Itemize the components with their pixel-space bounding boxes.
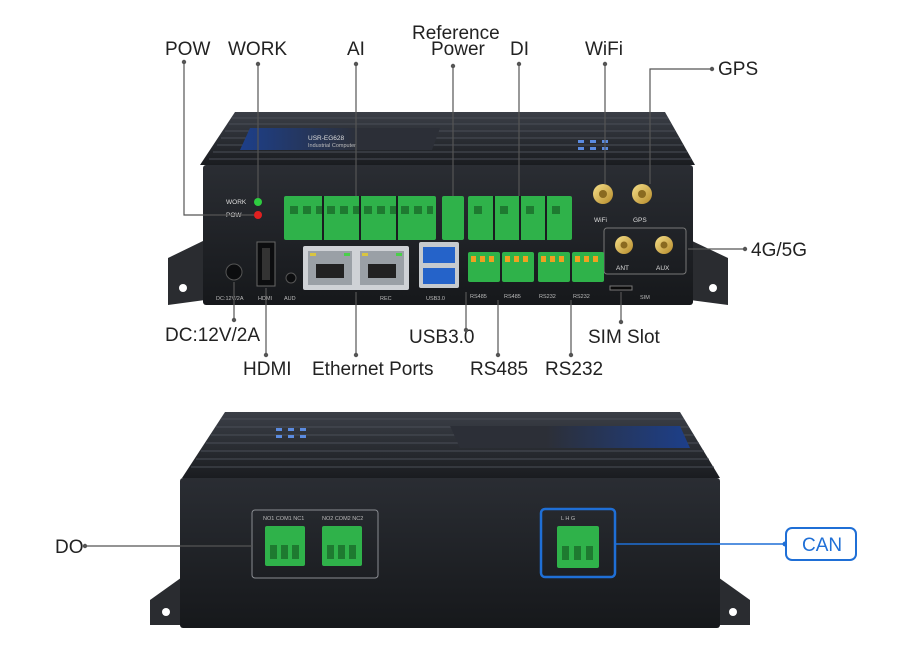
callout-wifi: WiFi	[585, 39, 623, 60]
callout-rs232: RS232	[545, 359, 603, 380]
callout-can: CAN	[802, 535, 842, 556]
callout-4g5g: 4G/5G	[751, 240, 807, 261]
wifi-antenna: WiFi	[593, 184, 613, 224]
callout-reference-line2: Power	[431, 39, 486, 60]
aud-jack-label: AUD	[284, 296, 296, 302]
work-led	[254, 198, 262, 206]
leader-gps	[649, 68, 712, 184]
dc-jack-label: DC:12V/2A	[216, 296, 244, 302]
di-terminal-block	[468, 196, 572, 240]
do-pins-2-label: NO2 COM2 NC2	[322, 516, 363, 522]
ant-antenna: ANT	[615, 236, 633, 272]
rear-vent-dots	[276, 428, 306, 438]
right-bracket	[690, 240, 728, 305]
usb-ports	[419, 242, 459, 288]
cellular-antenna-frame	[603, 227, 687, 275]
sim-slot	[609, 285, 633, 291]
rear-left-bracket	[150, 575, 185, 625]
callout-reference-line1: Reference	[412, 23, 500, 44]
do-pins-1-label: NO1 COM1 NC1	[263, 516, 304, 522]
callout-dc: DC:12V/2A	[165, 325, 260, 346]
gps-antenna: GPS	[632, 184, 652, 224]
rec-label: REC	[380, 296, 392, 302]
work-led-label: WORK	[226, 199, 247, 206]
rear-right-bracket	[715, 575, 750, 625]
rear-panel	[180, 478, 720, 628]
ai-terminal-block	[284, 196, 436, 240]
left-bracket	[168, 240, 205, 305]
ant-label: ANT	[616, 265, 629, 272]
do-terminal-2	[322, 526, 362, 566]
brand-bar	[240, 128, 440, 150]
callout-di: DI	[510, 39, 529, 60]
do-terminal-1	[265, 526, 305, 566]
rear-brand-bar	[450, 426, 690, 448]
brand-subtitle: Industrial Computer	[308, 143, 356, 149]
left-bracket-hole	[179, 284, 187, 292]
pow-led	[254, 211, 262, 219]
hdmi-port-slot	[262, 248, 270, 280]
callout-sim: SIM Slot	[588, 327, 661, 348]
hdmi-port-label: HDMI	[258, 296, 273, 302]
dc-jack	[225, 263, 243, 281]
callout-work: WORK	[228, 39, 287, 60]
callout-ai: AI	[347, 39, 365, 60]
callout-do: DO	[55, 537, 84, 558]
rs485-b-label: RS485	[504, 294, 521, 300]
ethernet-ports	[303, 246, 409, 290]
usb-label: USB3.0	[426, 296, 445, 302]
gps-antenna-label: GPS	[633, 217, 647, 224]
aux-label: AUX	[656, 265, 670, 272]
can-terminal	[557, 526, 599, 568]
callout-ethernet: Ethernet Ports	[312, 359, 433, 380]
do-frame	[251, 509, 379, 579]
callout-hdmi: HDMI	[243, 359, 292, 380]
rs485-terminals	[468, 252, 534, 282]
aud-jack	[285, 272, 297, 284]
front-device: USR-EG628 Industrial Computer WORK POW	[168, 112, 728, 305]
rear-callouts: DO CAN	[55, 527, 857, 561]
rs232-b-label: RS232	[573, 294, 590, 300]
sim-slot-label: SIM	[640, 295, 650, 301]
can-frame	[539, 507, 617, 579]
rear-device: NO1 COM1 NC1 NO2 COM2 NC2 L H G	[150, 412, 750, 628]
can-badge	[785, 527, 857, 561]
rs232-terminals	[538, 252, 604, 282]
callout-usb: USB3.0	[409, 327, 474, 348]
front-callouts: POW WORK AI Reference Power DI WiFi GPS …	[165, 23, 807, 380]
aux-antenna: AUX	[655, 236, 673, 272]
can-pins-label: L H G	[561, 516, 575, 522]
right-bracket-hole	[709, 284, 717, 292]
callout-rs485: RS485	[470, 359, 528, 380]
rs485-a-label: RS485	[470, 294, 487, 300]
reference-power-terminal	[442, 196, 464, 240]
callout-pow: POW	[165, 39, 210, 60]
leader-pow	[183, 62, 254, 216]
heatsink-fins	[209, 117, 691, 160]
rs232-a-label: RS232	[539, 294, 556, 300]
callout-gps: GPS	[718, 59, 758, 80]
brand-text: USR-EG628	[308, 135, 345, 142]
wifi-antenna-label: WiFi	[594, 217, 607, 224]
